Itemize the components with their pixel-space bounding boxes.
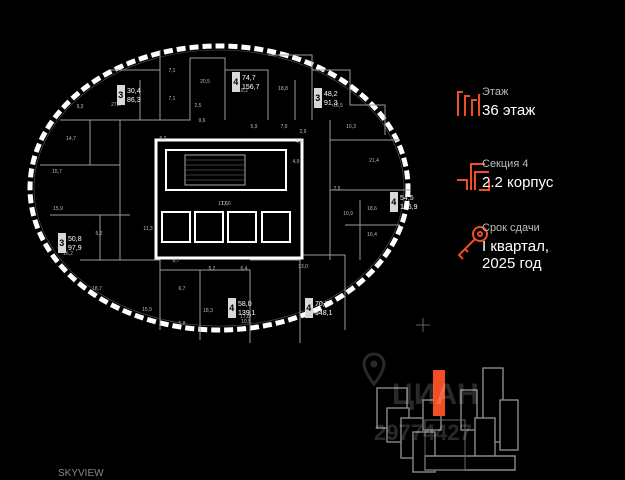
badge-total: 139,1 bbox=[238, 310, 256, 317]
room-walls bbox=[40, 50, 410, 343]
svg-text:17,6: 17,6 bbox=[221, 201, 231, 207]
badge-rooms: 3 bbox=[59, 238, 64, 248]
compass-icon bbox=[416, 318, 430, 332]
room-area-label: 5,2 bbox=[160, 136, 167, 142]
room-area-label: 7,1 bbox=[169, 68, 176, 74]
badge-area: 50,8 bbox=[68, 236, 82, 243]
room-area-labels: 7,1 20,5 7,1 19,2 18,8 16,5 9,3 27,8 14,7 5,2 2,5 9… bbox=[52, 68, 379, 327]
room-area-label: 5,2 bbox=[209, 266, 216, 272]
location-pin-icon bbox=[362, 352, 386, 386]
room-area-label: 2,5 bbox=[195, 103, 202, 109]
room-area-label: 17,6 bbox=[240, 314, 250, 320]
room-area-label: 13,0 bbox=[298, 264, 308, 270]
badge-total: 156,7 bbox=[242, 84, 260, 91]
room-area-label: 6,7 bbox=[179, 286, 186, 292]
floor-value: 36 этаж bbox=[482, 102, 536, 119]
room-area-label: 4,9 bbox=[293, 159, 300, 165]
badge-total: 97,9 bbox=[68, 245, 82, 252]
room-area-label: 4,5 bbox=[296, 139, 303, 145]
room-area-label: 16,4 bbox=[367, 232, 377, 238]
room-area-label: 21,4 bbox=[369, 158, 379, 164]
room-area-label: 11,3 bbox=[143, 226, 153, 232]
room-area-label: 16,5 bbox=[333, 103, 343, 109]
room-area-label: 10,3 bbox=[346, 124, 356, 130]
badge-area: 74,7 bbox=[242, 75, 256, 82]
apartment-badge[interactable]: 3 48,2 91,3 bbox=[314, 88, 338, 108]
apartment-badge[interactable]: 3 50,8 97,9 bbox=[58, 233, 82, 253]
room-area-label: 18,3 bbox=[203, 308, 213, 314]
watermark-brand: ЦИАН bbox=[392, 378, 479, 411]
room-area-label: 17,6 bbox=[218, 201, 228, 207]
badge-area: 54,5 bbox=[400, 195, 414, 202]
room-area-label: 18,7 bbox=[92, 286, 102, 292]
room-area-label: 2,5 bbox=[334, 186, 341, 192]
floor-caption: Этаж bbox=[482, 86, 509, 98]
key-icon bbox=[457, 226, 488, 260]
badge-rooms: 3 bbox=[118, 90, 123, 100]
section-value: 2.2 корпус bbox=[482, 174, 554, 191]
room-area-label: 19,2 bbox=[238, 88, 248, 94]
badge-rooms: 4 bbox=[229, 303, 234, 313]
badge-rooms: 3 bbox=[315, 93, 320, 103]
badge-area: 70,6 bbox=[315, 301, 329, 308]
room-area-label: 10,9 bbox=[343, 211, 353, 217]
brand-footer: SKYVIEW bbox=[58, 468, 104, 479]
room-area-label: 15,9 bbox=[53, 206, 63, 212]
badge-area: 30,4 bbox=[127, 88, 141, 95]
room-area-label: 9,6 bbox=[199, 118, 206, 124]
watermark-phone: 29774427 bbox=[374, 420, 472, 445]
badge-total: 91,3 bbox=[324, 100, 338, 107]
building-core: 17,6 bbox=[154, 138, 304, 260]
apartment-badge[interactable]: 4 58,0 139,1 bbox=[228, 298, 256, 318]
room-area-label: 7,9 bbox=[281, 124, 288, 130]
apartment-badge[interactable]: 3 30,4 86,3 bbox=[117, 85, 141, 105]
apartment-badge[interactable]: 4 54,5 126,9 bbox=[390, 192, 418, 212]
room-area-label: 20,5 bbox=[200, 79, 210, 85]
section-icon bbox=[457, 163, 490, 191]
deadline-caption: Срок сдачи bbox=[482, 222, 540, 234]
badge-total: 148,1 bbox=[315, 310, 333, 317]
apartment-badge[interactable]: 4 74,7 156,7 bbox=[232, 72, 260, 92]
badge-area: 58,0 bbox=[238, 301, 252, 308]
room-area-label: 27,8 bbox=[111, 102, 121, 108]
room-area-label: 18,8 bbox=[278, 86, 288, 92]
current-section-highlight bbox=[433, 370, 445, 416]
apartment-badge[interactable]: 4 70,6 148,1 bbox=[305, 298, 333, 318]
building-locator bbox=[376, 367, 519, 473]
room-area-label: 8,7 bbox=[173, 258, 180, 264]
section-caption: Секция 4 bbox=[482, 158, 529, 170]
badge-rooms: 4 bbox=[391, 197, 396, 207]
room-area-label: 10,5 bbox=[241, 319, 251, 325]
deadline-line2: 2025 год bbox=[482, 255, 542, 272]
room-area-label: 5,9 bbox=[251, 124, 258, 130]
badge-area: 48,2 bbox=[324, 91, 338, 98]
room-area-label: 15,9 bbox=[142, 307, 152, 313]
room-area-label: 14,7 bbox=[66, 136, 76, 142]
room-area-label: 7,1 bbox=[169, 96, 176, 102]
room-area-label: 6,4 bbox=[241, 266, 248, 272]
room-area-label: 16,6 bbox=[309, 310, 319, 316]
floor-icon bbox=[457, 91, 480, 116]
room-area-label: 5,2 bbox=[96, 231, 103, 237]
badge-total: 86,3 bbox=[127, 97, 141, 104]
badge-rooms: 4 bbox=[233, 77, 238, 87]
floor-plan: 17,6 7,1 20,5 7,1 19,2 18,8 16,5 9,3 27,8 14,7 5,… bbox=[27, 43, 418, 343]
room-area-label: 18,6 bbox=[367, 206, 377, 212]
room-area-label: 2,9 bbox=[300, 129, 307, 135]
room-area-label: 9,3 bbox=[77, 104, 84, 110]
room-area-label: 16,2 bbox=[63, 251, 73, 257]
badge-rooms: 4 bbox=[306, 303, 311, 313]
room-area-label: 5,8 bbox=[179, 321, 186, 327]
deadline-line1: I квартал, bbox=[482, 238, 550, 255]
badge-total: 126,9 bbox=[400, 204, 418, 211]
room-area-label: 15,7 bbox=[52, 169, 62, 175]
